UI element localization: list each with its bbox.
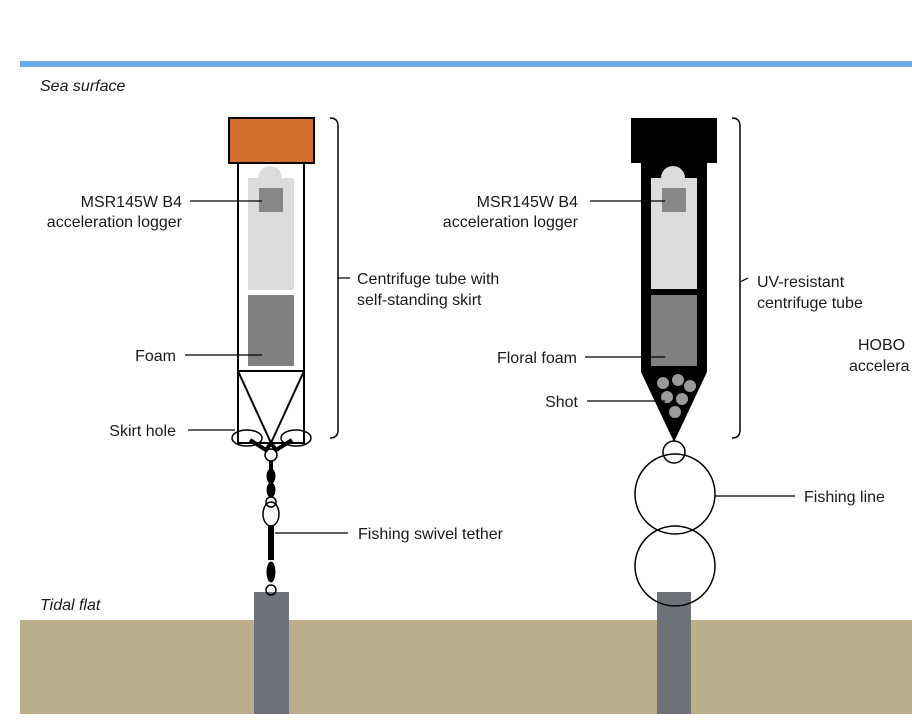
- left-tube-cap: [228, 117, 315, 164]
- middle-tube-label-1: UV-resistant: [757, 274, 845, 291]
- middle-line-knot: [662, 440, 686, 464]
- left-logger-housing: [248, 166, 294, 290]
- middle-shot-label: Shot: [545, 394, 578, 411]
- middle-line-loop-upper: [634, 453, 716, 535]
- middle-device: MSR145W B4 acceleration logger UV-resist…: [443, 117, 885, 714]
- middle-foam-label: Floral foam: [497, 350, 577, 367]
- left-device: MSR145W B4 acceleration logger Centrifug…: [47, 117, 504, 714]
- left-skirt: [237, 370, 305, 444]
- left-skirt-cone-right: [270, 370, 305, 444]
- middle-logger-label-1: MSR145W B4: [477, 194, 578, 211]
- left-foam-label: Foam: [135, 348, 176, 365]
- tidal-flat-ground: [20, 620, 912, 714]
- middle-tube-callout: [739, 277, 749, 283]
- middle-logger-housing: [651, 166, 697, 289]
- sea-surface-line: [20, 61, 912, 67]
- left-tether-label: Fishing swivel tether: [358, 526, 504, 543]
- left-swivel-tether: [262, 448, 280, 596]
- left-skirt-hole-right: [280, 429, 312, 447]
- tidal-flat-label: Tidal flat: [40, 597, 101, 614]
- middle-floral-foam: [651, 295, 697, 366]
- left-skirt-cone: [237, 370, 272, 444]
- left-skirt-hole-left: [231, 429, 263, 447]
- left-stake: [254, 592, 289, 714]
- sea-surface-label: Sea surface: [40, 78, 125, 95]
- left-logger-label-1: MSR145W B4: [81, 194, 182, 211]
- middle-shot: [657, 374, 696, 418]
- right-device: HOBO accelera: [849, 337, 910, 375]
- middle-tube-cap: [631, 118, 717, 163]
- left-logger-label-2: acceleration logger: [47, 214, 183, 231]
- left-tether-yoke: [248, 438, 294, 453]
- left-logger-chip: [259, 188, 283, 212]
- middle-tube-bracket: [731, 117, 741, 439]
- left-tube-label-1: Centrifuge tube with: [357, 271, 499, 288]
- left-tube-bracket: [329, 117, 339, 439]
- left-skirt-hole-label: Skirt hole: [109, 423, 176, 440]
- middle-tube-label-2: centrifuge tube: [757, 295, 863, 312]
- middle-line-label: Fishing line: [804, 489, 885, 506]
- right-logger-label-2: accelera: [849, 358, 910, 375]
- left-tube-label-2: self-standing skirt: [357, 292, 482, 309]
- left-foam: [248, 295, 294, 366]
- right-logger-label-1: HOBO: [858, 337, 905, 354]
- middle-logger-label-2: acceleration logger: [443, 214, 579, 231]
- middle-logger-chip: [662, 188, 686, 212]
- middle-stake: [657, 592, 691, 714]
- middle-line-loop-lower: [634, 525, 716, 607]
